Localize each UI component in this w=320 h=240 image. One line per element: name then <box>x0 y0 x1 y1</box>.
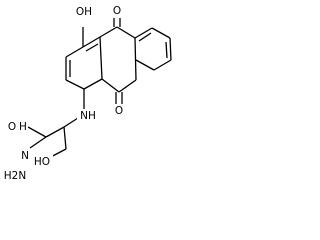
bonds <box>27 16 172 161</box>
bond-amine-to-carbon <box>63 117 79 128</box>
bond-chain-4 <box>27 126 47 138</box>
bond-ring-left-5 <box>83 78 103 90</box>
bond-central-3 <box>134 37 137 81</box>
label-hydroxyl-bottom: HO <box>34 156 50 168</box>
bond-ring-left-double-2 <box>85 43 99 52</box>
bond-ring-left-6 <box>99 36 103 80</box>
label-hydroxyl-top: OH <box>76 6 92 18</box>
label-amine: NH <box>80 110 96 122</box>
bond-ring-right-4 <box>153 59 172 71</box>
bond-central-5 <box>101 78 120 93</box>
bond-ring-right-3 <box>169 37 172 61</box>
bond-central-1 <box>99 26 118 38</box>
bond-chain-5 <box>29 136 47 149</box>
bond-chain-1 <box>63 126 67 150</box>
label-carbonyl-bottom: O <box>115 105 123 117</box>
chemical-structure: OH O O NH O H N H2N HO <box>2 4 172 184</box>
bond-chain-3 <box>45 126 65 138</box>
label-carbonyl-top: O <box>113 5 121 17</box>
bond-central-2 <box>116 26 136 39</box>
bond-central-4 <box>118 79 137 93</box>
label-hydrazide-h: H <box>19 121 27 133</box>
label-hydrazide-oxygen: O <box>8 121 16 133</box>
bond-ring-left-4 <box>65 79 85 90</box>
bond-ring-right-double-1 <box>138 32 152 42</box>
bond-ring-right-double-2 <box>165 41 168 59</box>
label-hydrazine: H2N <box>4 170 26 182</box>
atom-labels: OH O O NH O H N H2N HO <box>2 4 125 184</box>
bond-ring-right-5 <box>135 59 155 71</box>
bond-ring-right-2 <box>151 27 171 39</box>
bond-ring-left-1 <box>82 36 101 48</box>
bond-ring-left-2 <box>65 46 84 58</box>
bond-ring-right-1 <box>134 27 153 39</box>
label-hydrazide-n: N <box>21 150 29 162</box>
